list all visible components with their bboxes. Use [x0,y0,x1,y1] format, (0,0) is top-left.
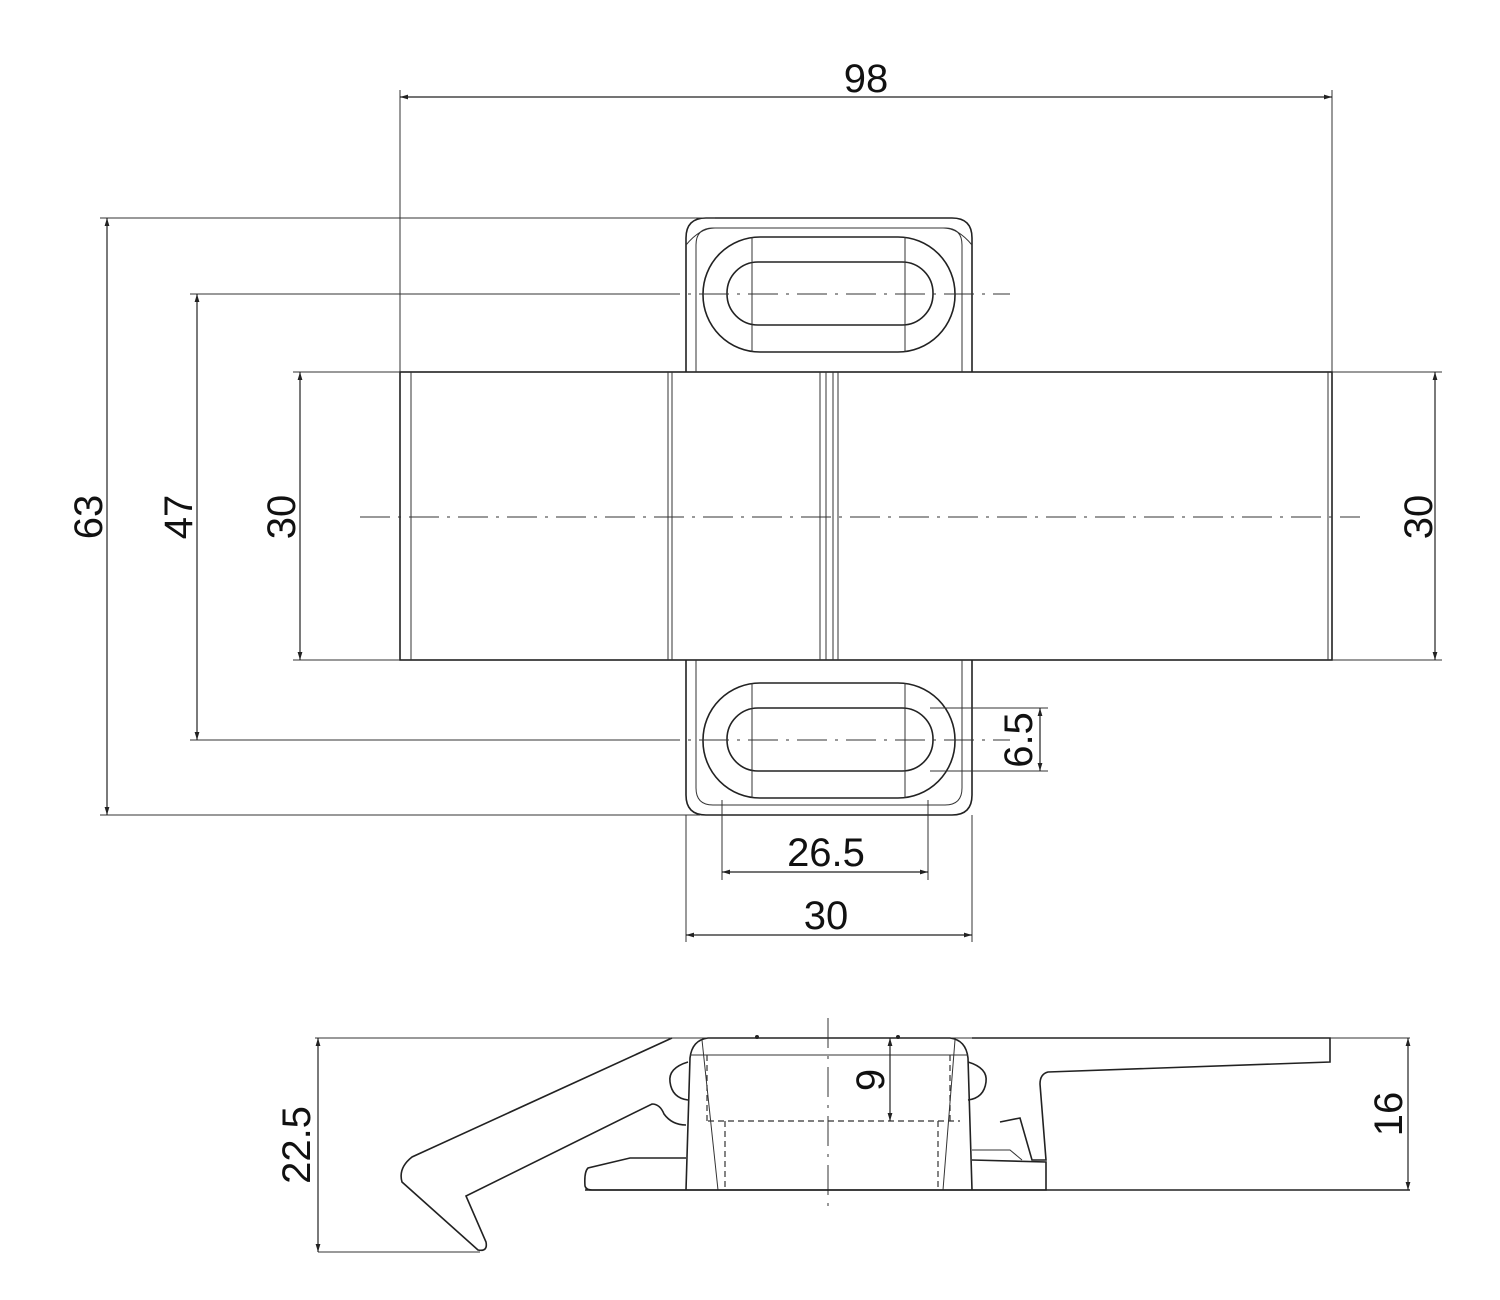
hook-lever [400,1037,687,1252]
center-block [685,1037,973,1191]
dim-label: 30 [260,495,304,540]
dim-label: 47 [157,495,201,540]
dim-label: 30 [804,894,849,938]
dim-label: 63 [67,495,111,540]
right-pin [967,1061,987,1101]
dim-hook-height: 22.5 [275,1038,480,1253]
dim-slot-length: 26.5 [721,800,929,880]
main-bar-outline [399,371,1333,661]
dim-label: 30 [1397,495,1441,540]
dim-label: 9 [849,1069,893,1091]
dim-label: 26.5 [787,831,865,875]
dim-slot-width: 6.5 [930,707,1048,772]
dim-bore-depth: 9 [849,1038,893,1121]
dim-body-width-left: 30 [260,371,400,661]
dim-overall-width: 63 [67,217,715,816]
dim-overall-length: 98 [399,57,1333,372]
right-arm [972,1037,1331,1161]
dim-label: 6.5 [997,712,1041,768]
dim-base-width: 30 [685,815,973,942]
base-plate [584,1157,1047,1191]
side-view: 22.5 9 16 [275,1018,1411,1253]
main-bar-inner-lines [410,372,1329,660]
dim-slot-spacing: 47 [157,293,650,741]
dim-body-height: 16 [1367,1038,1411,1190]
upper-flange [685,217,973,372]
lower-flange [685,660,973,816]
dim-body-width-right: 30 [1332,371,1442,661]
top-view: 98 63 47 30 30 [67,57,1442,942]
left-pin [669,1061,689,1101]
dim-label: 98 [844,57,889,101]
dim-label: 16 [1367,1092,1411,1137]
dim-label: 22.5 [275,1106,319,1184]
